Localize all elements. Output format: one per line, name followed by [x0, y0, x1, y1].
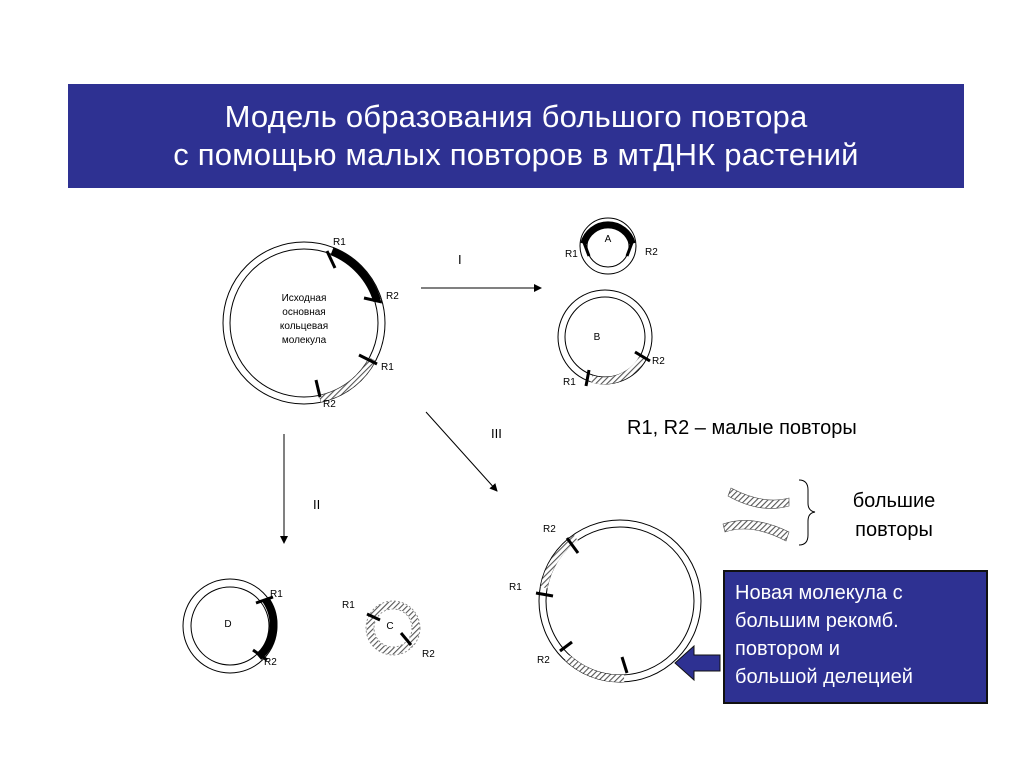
circle-b-r1: R1	[563, 377, 576, 388]
circle-a-label: A	[605, 234, 612, 245]
path-1-label: I	[458, 252, 462, 267]
path-arrows: I II III	[280, 252, 542, 544]
circle-b: B R2 R1	[557, 289, 665, 388]
orig-label-1: Исходная	[282, 293, 327, 304]
original-hatched-repeat	[319, 357, 376, 403]
large-repeat-swatch-1	[727, 487, 790, 509]
circle-b-r2: R2	[652, 356, 665, 367]
orig-label-2: основная	[282, 307, 325, 318]
circle-a: A R1 R2	[565, 217, 658, 275]
circle-b-hatched-repeat	[590, 355, 646, 385]
new-mol-r2-top: R2	[543, 524, 556, 535]
new-mol-r2-bottom: R2	[537, 655, 550, 666]
title-line-2: с помощью малых повторов в мтДНК растени…	[173, 137, 859, 172]
info-line-1: Новая молекула с	[735, 582, 903, 604]
circle-a-r2: R2	[645, 247, 658, 258]
orig-r1-top: R1	[333, 237, 346, 248]
circle-b-label: B	[594, 332, 601, 343]
orig-label-4: молекула	[282, 335, 327, 346]
legend-brace	[798, 479, 816, 546]
new-molecule: R2 R1 R2	[509, 519, 702, 683]
orig-label-3: кольцевая	[280, 321, 328, 332]
path-3-label: III	[491, 426, 502, 441]
arrow-path-3	[425, 411, 498, 492]
title-banner: Модель образования большого повтора с по…	[68, 84, 964, 188]
circle-a-r1: R1	[565, 249, 578, 260]
circle-d-r2: R2	[264, 657, 277, 668]
circle-c-r1: R1	[342, 600, 355, 611]
circle-a-black-repeat	[580, 221, 636, 245]
circle-d-label: D	[224, 619, 231, 630]
large-repeat-swatch-2	[722, 520, 790, 542]
circle-c-label: C	[386, 621, 393, 632]
circle-d: D R1 R2	[182, 578, 283, 674]
pointer-arrow	[674, 644, 721, 682]
orig-r1-bottom: R1	[381, 362, 394, 373]
info-line-3: повтором и	[735, 638, 840, 660]
large-repeats-legend-graphic	[722, 479, 816, 546]
large-repeats-line-1: большие	[852, 490, 936, 512]
new-molecule-hatched-repeat-2	[565, 655, 625, 682]
circle-c: C R1 R2	[342, 600, 435, 660]
new-mol-r1: R1	[509, 582, 522, 593]
large-repeats-line-2: повторы	[855, 519, 933, 541]
orig-r2-bottom: R2	[323, 399, 336, 410]
circle-d-r1: R1	[270, 589, 283, 600]
new-molecule-hatched-repeat-1	[540, 535, 579, 589]
original-molecule: R1 R2 R1 R2 Исходная основная кольцевая …	[222, 237, 399, 410]
info-line-2: большим рекомб.	[735, 610, 899, 632]
new-molecule-info-box: Новая молекула с большим рекомб. повторо…	[723, 570, 988, 704]
original-black-repeat	[330, 247, 381, 302]
small-repeats-legend: R1, R2 – малые повторы	[627, 417, 857, 439]
path-2-label: II	[313, 497, 320, 512]
circle-c-r2: R2	[422, 649, 435, 660]
large-repeats-legend: большие повторы	[834, 487, 954, 545]
circle-d-black-repeat	[255, 596, 278, 660]
orig-r2-right: R2	[386, 291, 399, 302]
title-line-1: Модель образования большого повтора	[224, 99, 808, 134]
info-line-4: большой делецией	[735, 666, 913, 688]
